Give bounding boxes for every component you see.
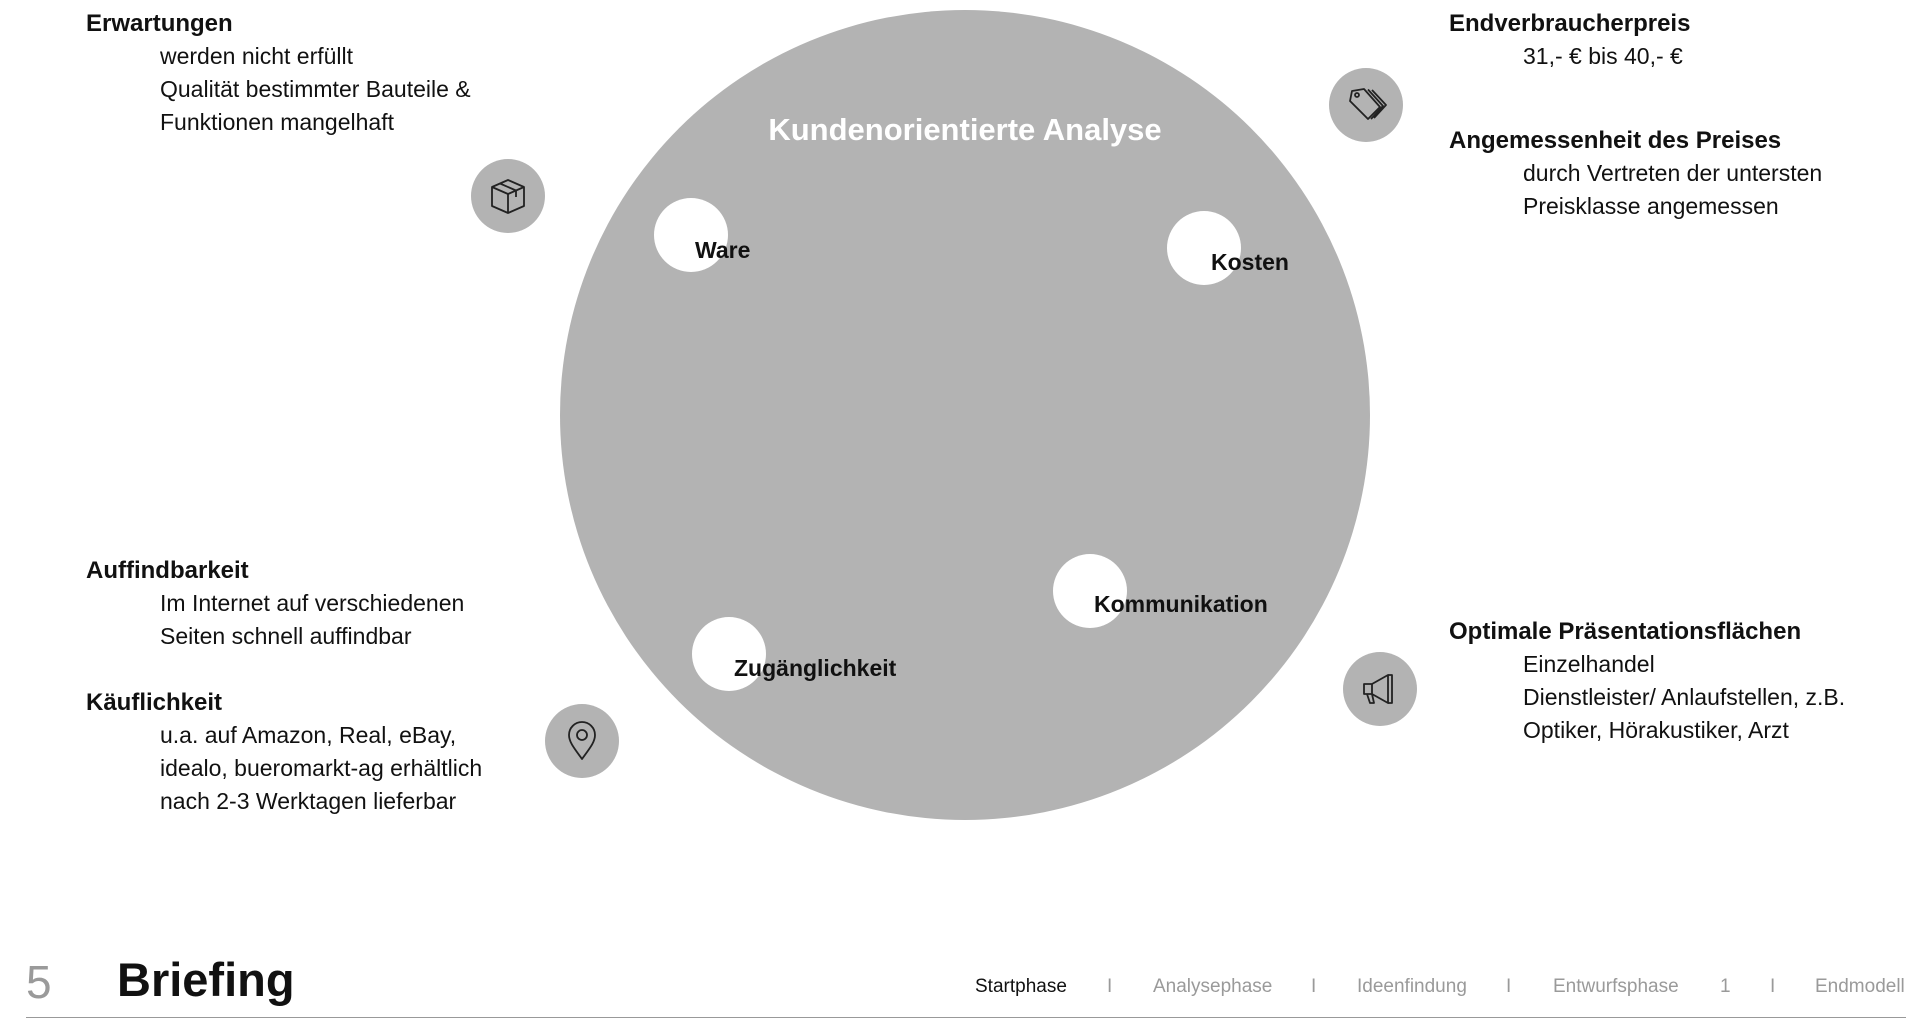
price-tag-icon [1329,68,1403,142]
nav-entwurfsphase[interactable]: Entwurfsphase [1553,976,1679,997]
node-zugaenglichkeit-dot [692,617,766,691]
heading-praesentation: Optimale Präsentationsflächen [1449,618,1802,645]
text-line: u.a. auf Amazon, Real, eBay, [160,722,457,748]
package-box-icon [471,159,545,233]
text-line: idealo, bueromarkt-ag erhältlich [160,755,483,781]
nav-separator: 1 [1720,976,1731,997]
block-erwartungen: Erwartungen werden nicht erfüllt Qualitä… [86,7,471,139]
block-angemessenheit: Angemessenheit des Preises durch Vertret… [1449,124,1822,223]
heading-kaeuflichkeit: Käuflichkeit [86,689,223,716]
nav-separator: I [1311,976,1317,997]
text-line: durch Vertreten der untersten [1523,160,1823,186]
node-kosten-label: Kosten [1211,249,1289,275]
node-kommunikation-label: Kommunikation [1094,591,1268,617]
text-line: Seiten schnell auffindbar [160,623,412,649]
text-line: nach 2-3 Werktagen lieferbar [160,788,457,814]
node-ware-dot [654,198,728,272]
text-line: Im Internet auf verschiedenen [160,590,465,616]
heading-angemessenheit: Angemessenheit des Preises [1449,127,1782,154]
text-line: Qualität bestimmter Bauteile & [160,76,471,102]
nav-separator: I [1107,976,1113,997]
megaphone-icon [1343,652,1417,726]
text-line: werden nicht erfüllt [160,43,354,69]
block-auffindbarkeit: Auffindbarkeit Im Internet auf verschied… [86,554,464,653]
text-line: Einzelhandel [1523,651,1655,677]
nav-separator: I [1506,976,1512,997]
node-kosten-dot [1167,211,1241,285]
heading-auffindbarkeit: Auffindbarkeit [86,557,249,584]
diagram-title: Kundenorientierte Analyse [768,112,1162,147]
heading-endverbraucherpreis: Endverbraucherpreis [1449,10,1691,37]
location-pin-icon [545,704,619,778]
node-ware-label: Ware [695,237,751,263]
analysis-circle [560,10,1370,820]
text-line: Optiker, Hörakustiker, Arzt [1523,717,1789,743]
nav-endmodell[interactable]: Endmodell [1815,976,1905,997]
text-line: Dienstleister/ Anlaufstellen, z.B. [1523,684,1846,710]
page-number: 5 [26,956,52,1008]
block-praesentation: Optimale Präsentationsflächen Einzelhand… [1449,615,1845,747]
node-kommunikation-dot [1053,554,1127,628]
heading-erwartungen: Erwartungen [86,10,233,37]
nav-analysephase[interactable]: Analysephase [1153,976,1273,997]
block-endverbraucherpreis: Endverbraucherpreis 31,- € bis 40,- € [1449,7,1690,73]
nav-ideenfindung[interactable]: Ideenfindung [1357,976,1467,997]
text-line: 31,- € bis 40,- € [1523,43,1683,69]
section-title: Briefing [117,953,295,1006]
text-line: Funktionen mangelhaft [160,109,394,135]
nav-startphase[interactable]: Startphase [975,976,1067,997]
block-kaeuflichkeit: Käuflichkeit u.a. auf Amazon, Real, eBay… [86,686,482,818]
text-line: Preisklasse angemessen [1523,193,1779,219]
node-zugaenglichkeit-label: Zugänglichkeit [734,655,897,681]
nav-separator: I [1770,976,1776,997]
